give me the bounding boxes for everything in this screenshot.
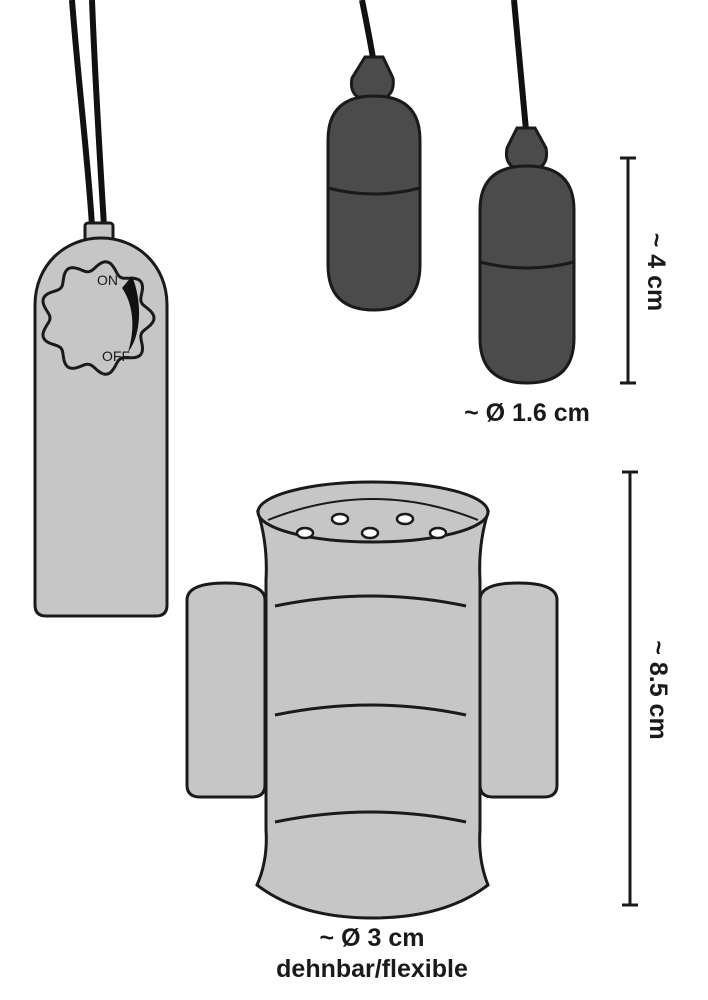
vibrating-sleeve: [185, 480, 559, 920]
sleeve-length-label: ~ 8.5 cm: [644, 640, 672, 739]
off-label: OFF: [102, 348, 130, 364]
bullet-diameter-label: ~ Ø 1.6 cm: [464, 399, 590, 427]
sleeve-flexible-note: dehnbar/flexible: [276, 955, 468, 983]
on-label: ON: [97, 272, 118, 288]
bullet-vibrator-1: [326, 0, 422, 312]
remote-controller: ON OFF: [33, 0, 169, 618]
bullet-vibrator-2: [478, 0, 576, 385]
on-off-arrow-icon: [122, 276, 140, 352]
sleeve-diameter-label: ~ Ø 3 cm: [320, 924, 425, 952]
sleeve-length-dimension: ~ 8.5 cm: [622, 470, 672, 907]
bullet-length-dimension: ~ 4 cm: [620, 156, 670, 385]
bullet-length-label: ~ 4 cm: [642, 233, 670, 312]
